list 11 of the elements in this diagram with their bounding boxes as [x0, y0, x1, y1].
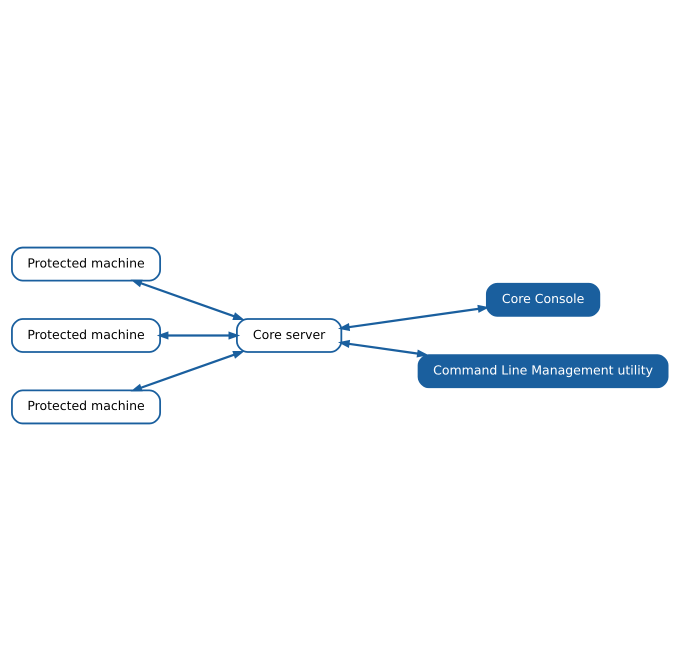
node-box: Protected machine — [11, 390, 162, 424]
arrow — [130, 350, 245, 392]
arrow — [156, 331, 240, 340]
arrow — [338, 340, 429, 358]
node-box: Core server — [236, 318, 342, 353]
arrow — [130, 280, 245, 320]
node-box: Protected machine — [11, 318, 162, 353]
node-box: Protected machine — [11, 246, 162, 282]
node-box: Command Line Management utility — [418, 354, 668, 388]
arrow — [338, 304, 490, 332]
node-box: Core Console — [486, 282, 600, 317]
